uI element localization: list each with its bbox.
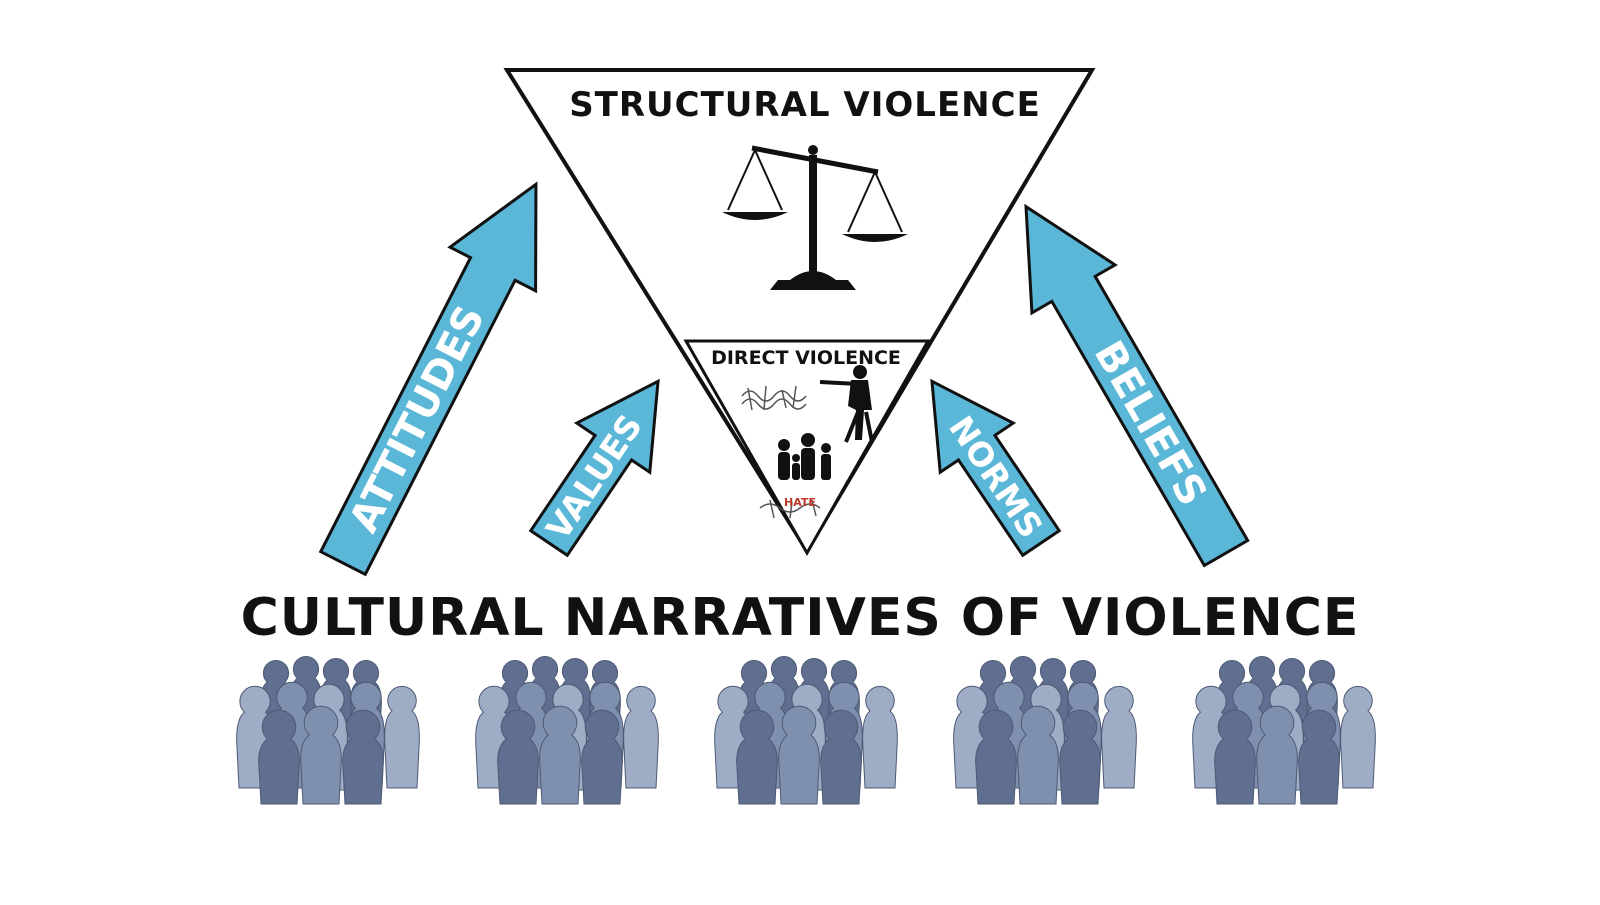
hate-badge: HATE bbox=[784, 496, 816, 509]
arrow-label-beliefs: BELIEFS bbox=[1085, 333, 1216, 513]
cultural-narratives-title: CULTURAL NARRATIVES OF VIOLENCE bbox=[241, 588, 1360, 648]
crowd-group bbox=[1192, 656, 1376, 805]
crowd-person bbox=[736, 709, 778, 805]
crowd-person bbox=[539, 705, 581, 805]
crowd-group bbox=[475, 656, 659, 805]
crowd-group bbox=[236, 656, 420, 805]
crowd-person bbox=[1256, 705, 1298, 805]
crowds bbox=[236, 656, 1376, 805]
direct-violence-triangle: DIRECT VIOLENCE bbox=[683, 339, 931, 557]
crowd-person bbox=[862, 685, 898, 789]
structural-violence-label: STRUCTURAL VIOLENCE bbox=[569, 85, 1041, 125]
crowd-person bbox=[1101, 685, 1137, 789]
arrow-norms: NORMS bbox=[930, 378, 1062, 558]
soldier-silhouette-icon bbox=[819, 365, 874, 443]
arrow-label-attitudes: ATTITUDES bbox=[341, 298, 494, 539]
crowd-person bbox=[1298, 709, 1340, 805]
crowd-person bbox=[300, 705, 342, 805]
crowd-person bbox=[581, 709, 623, 805]
barbed-wire-icon bbox=[741, 385, 821, 519]
arrow-values: VALUES bbox=[528, 378, 660, 558]
structural-violence-triangle: STRUCTURAL VIOLENCE bbox=[503, 68, 1096, 555]
direct-violence-label: DIRECT VIOLENCE bbox=[711, 347, 901, 369]
crowd-person bbox=[1214, 709, 1256, 805]
crowd-person bbox=[1017, 705, 1059, 805]
crowd-person bbox=[497, 709, 539, 805]
crowd-person bbox=[1059, 709, 1101, 805]
crowd-person bbox=[1340, 685, 1376, 789]
crowd-person bbox=[384, 685, 420, 789]
balance-scale-icon bbox=[722, 145, 908, 290]
crowd-person bbox=[820, 709, 862, 805]
crowd-group bbox=[953, 656, 1137, 805]
crowd-person bbox=[342, 709, 384, 805]
crowd-group bbox=[714, 656, 898, 805]
hate-label: HATE bbox=[784, 496, 816, 509]
structural-triangle-outline bbox=[503, 68, 1096, 555]
crowd-person bbox=[623, 685, 659, 789]
family-silhouette-icon bbox=[778, 433, 831, 480]
direct-triangle-outline bbox=[683, 339, 931, 557]
crowd-person bbox=[778, 705, 820, 805]
crowd-person bbox=[258, 709, 300, 805]
crowd-person bbox=[975, 709, 1017, 805]
